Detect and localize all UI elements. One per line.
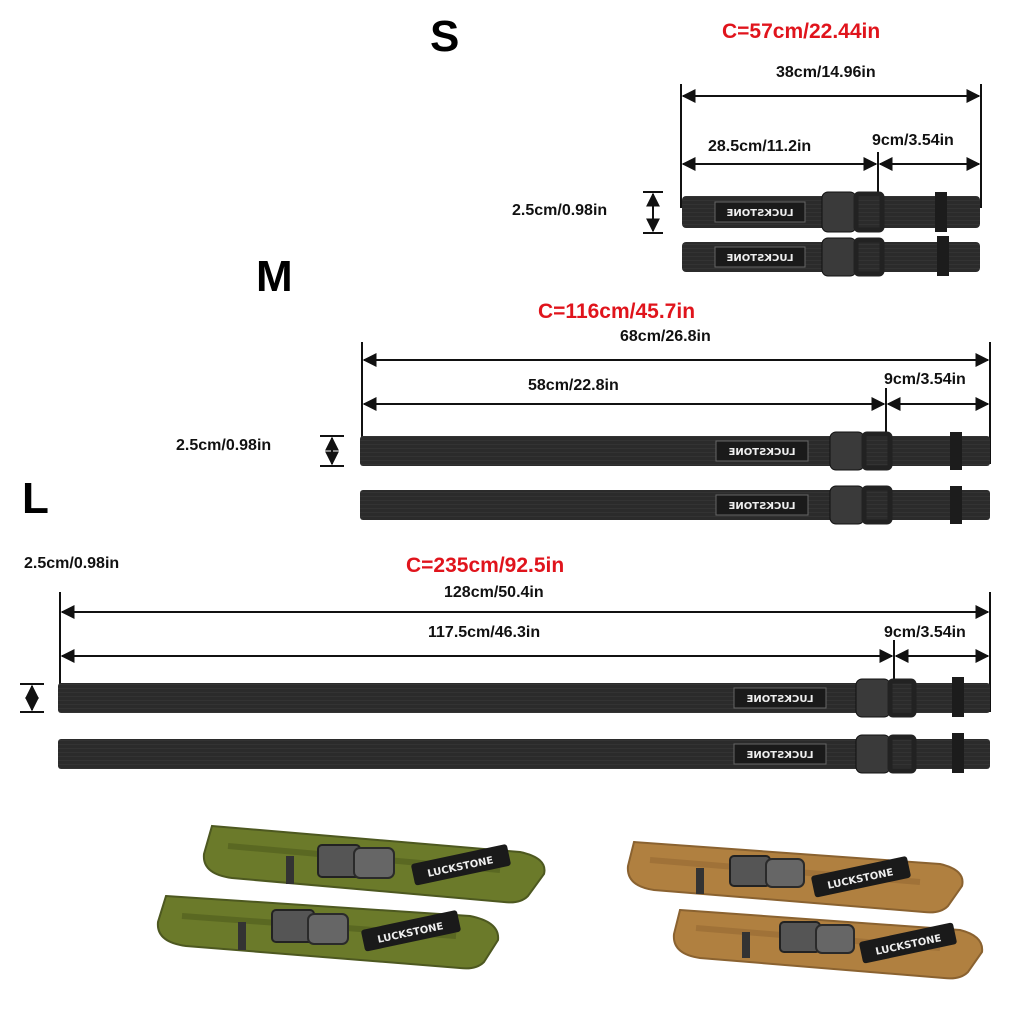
s-short-part: 9cm/3.54in [872,132,954,149]
m-width: 2.5cm/0.98in [176,437,272,454]
m-long-part: 58cm/22.8in [528,377,619,394]
m-circumference: C=116cm/45.7in [538,300,696,323]
l-circumference: C=235cm/92.5in [406,554,565,577]
m-strap-1: LUCKSTONE [360,431,990,471]
l-short-part: 9cm/3.54in [884,624,966,641]
m-strap-1-label: LUCKSTONE [728,447,795,458]
m-dimension-lines [320,342,991,467]
size-letter-s: S [430,12,460,61]
l-total-length: 128cm/50.4in [444,584,544,601]
s-strap-2: LUCKSTONE [682,236,980,277]
s-dimension-lines [643,84,982,234]
l-strap-1-label: LUCKSTONE [746,694,813,705]
l-long-part: 117.5cm/46.3in [428,624,541,641]
tan-strap-1: LUCKSTONE [626,840,964,914]
size-letter-m: M [256,252,293,301]
tan-strap-2: LUCKSTONE [672,908,984,980]
s-width: 2.5cm/0.98in [512,202,608,219]
l-strap-2-label: LUCKSTONE [746,750,813,761]
l-strap-2: LUCKSTONE [58,733,990,774]
size-letter-l: L [22,474,49,523]
m-strap-2-label: LUCKSTONE [728,501,795,512]
m-short-part: 9cm/3.54in [884,371,966,388]
s-strap-2-label: LUCKSTONE [726,253,793,264]
s-strap-1-label: LUCKSTONE [726,208,793,219]
l-strap-1: LUCKSTONE [58,677,990,718]
m-strap-2: LUCKSTONE [360,485,990,525]
green-strap-1: LUCKSTONE [202,824,546,904]
s-circumference: C=57cm/22.44in [722,20,881,43]
green-strap-2: LUCKSTONE [156,894,500,970]
s-strap-1: LUCKSTONE [682,191,980,233]
s-total-length: 38cm/14.96in [776,64,876,81]
l-width: 2.5cm/0.98in [24,555,120,572]
s-long-part: 28.5cm/11.2in [708,138,812,155]
m-total-length: 68cm/26.8in [620,328,711,345]
